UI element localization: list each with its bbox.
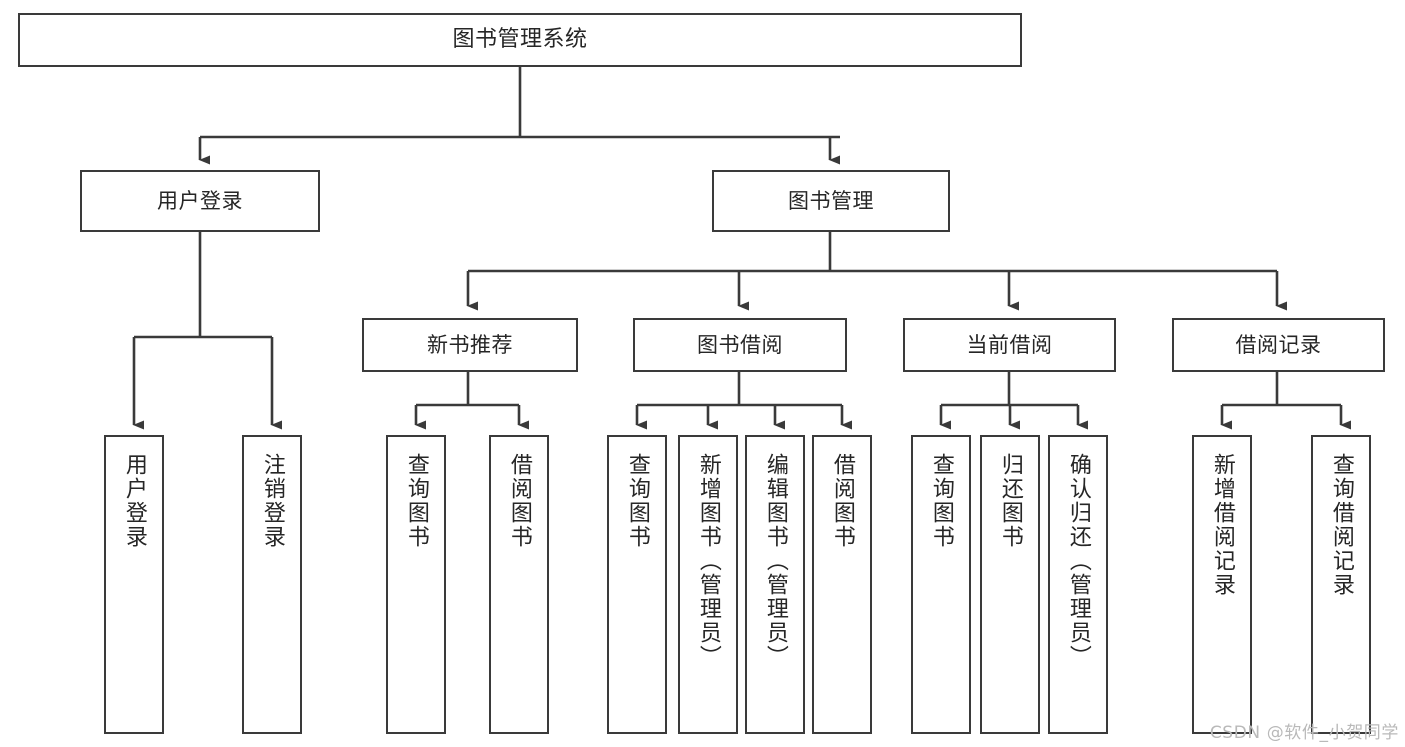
leaf-add-book-admin[interactable]: 新增图书（管理员）	[678, 435, 738, 734]
node-label: 查询图书	[928, 453, 954, 549]
node-label: 图书借阅	[697, 332, 783, 357]
leaf-edit-book-admin[interactable]: 编辑图书（管理员）	[745, 435, 805, 734]
node-label: 图书管理	[788, 188, 874, 213]
node-label: 借阅图书	[829, 453, 855, 549]
node-label: 新增借阅记录	[1209, 453, 1235, 597]
node-label: 借阅图书	[506, 453, 532, 549]
node-label: 图书管理系统	[452, 27, 588, 53]
node-user-login[interactable]: 用户登录	[80, 170, 320, 232]
node-book-management[interactable]: 图书管理	[712, 170, 950, 232]
node-label: 查询图书	[403, 453, 429, 549]
leaf-query-book-borrow[interactable]: 查询图书	[607, 435, 667, 734]
node-label: 新增图书（管理员）	[695, 453, 721, 669]
leaf-query-borrow-record[interactable]: 查询借阅记录	[1311, 435, 1371, 734]
node-label: 用户登录	[121, 453, 147, 549]
leaf-borrow-book-recommend[interactable]: 借阅图书	[489, 435, 549, 734]
leaf-confirm-return-admin[interactable]: 确认归还（管理员）	[1048, 435, 1108, 734]
node-label: 新书推荐	[427, 332, 513, 357]
node-label: 用户登录	[157, 188, 243, 213]
node-label: 查询借阅记录	[1328, 453, 1354, 597]
leaf-logout-login[interactable]: 注销登录	[242, 435, 302, 734]
node-label: 查询图书	[624, 453, 650, 549]
node-label: 编辑图书（管理员）	[762, 453, 788, 669]
node-label: 当前借阅	[966, 332, 1053, 357]
leaf-add-borrow-record[interactable]: 新增借阅记录	[1192, 435, 1252, 734]
node-label: 确认归还（管理员）	[1065, 453, 1091, 669]
leaf-query-book-recommend[interactable]: 查询图书	[386, 435, 446, 734]
node-label: 借阅记录	[1235, 332, 1322, 357]
node-book-borrow[interactable]: 图书借阅	[633, 318, 847, 372]
leaf-user-login[interactable]: 用户登录	[104, 435, 164, 734]
csdn-watermark: CSDN @软件_小贺同学	[1209, 723, 1399, 743]
leaf-return-book[interactable]: 归还图书	[980, 435, 1040, 734]
node-current-borrow[interactable]: 当前借阅	[903, 318, 1116, 372]
node-label: 注销登录	[259, 453, 285, 549]
leaf-query-book-current[interactable]: 查询图书	[911, 435, 971, 734]
node-borrow-record[interactable]: 借阅记录	[1172, 318, 1385, 372]
node-root-book-management-system[interactable]: 图书管理系统	[18, 13, 1022, 67]
node-label: 归还图书	[997, 453, 1023, 549]
leaf-borrow-book[interactable]: 借阅图书	[812, 435, 872, 734]
node-new-book-recommend[interactable]: 新书推荐	[362, 318, 578, 372]
